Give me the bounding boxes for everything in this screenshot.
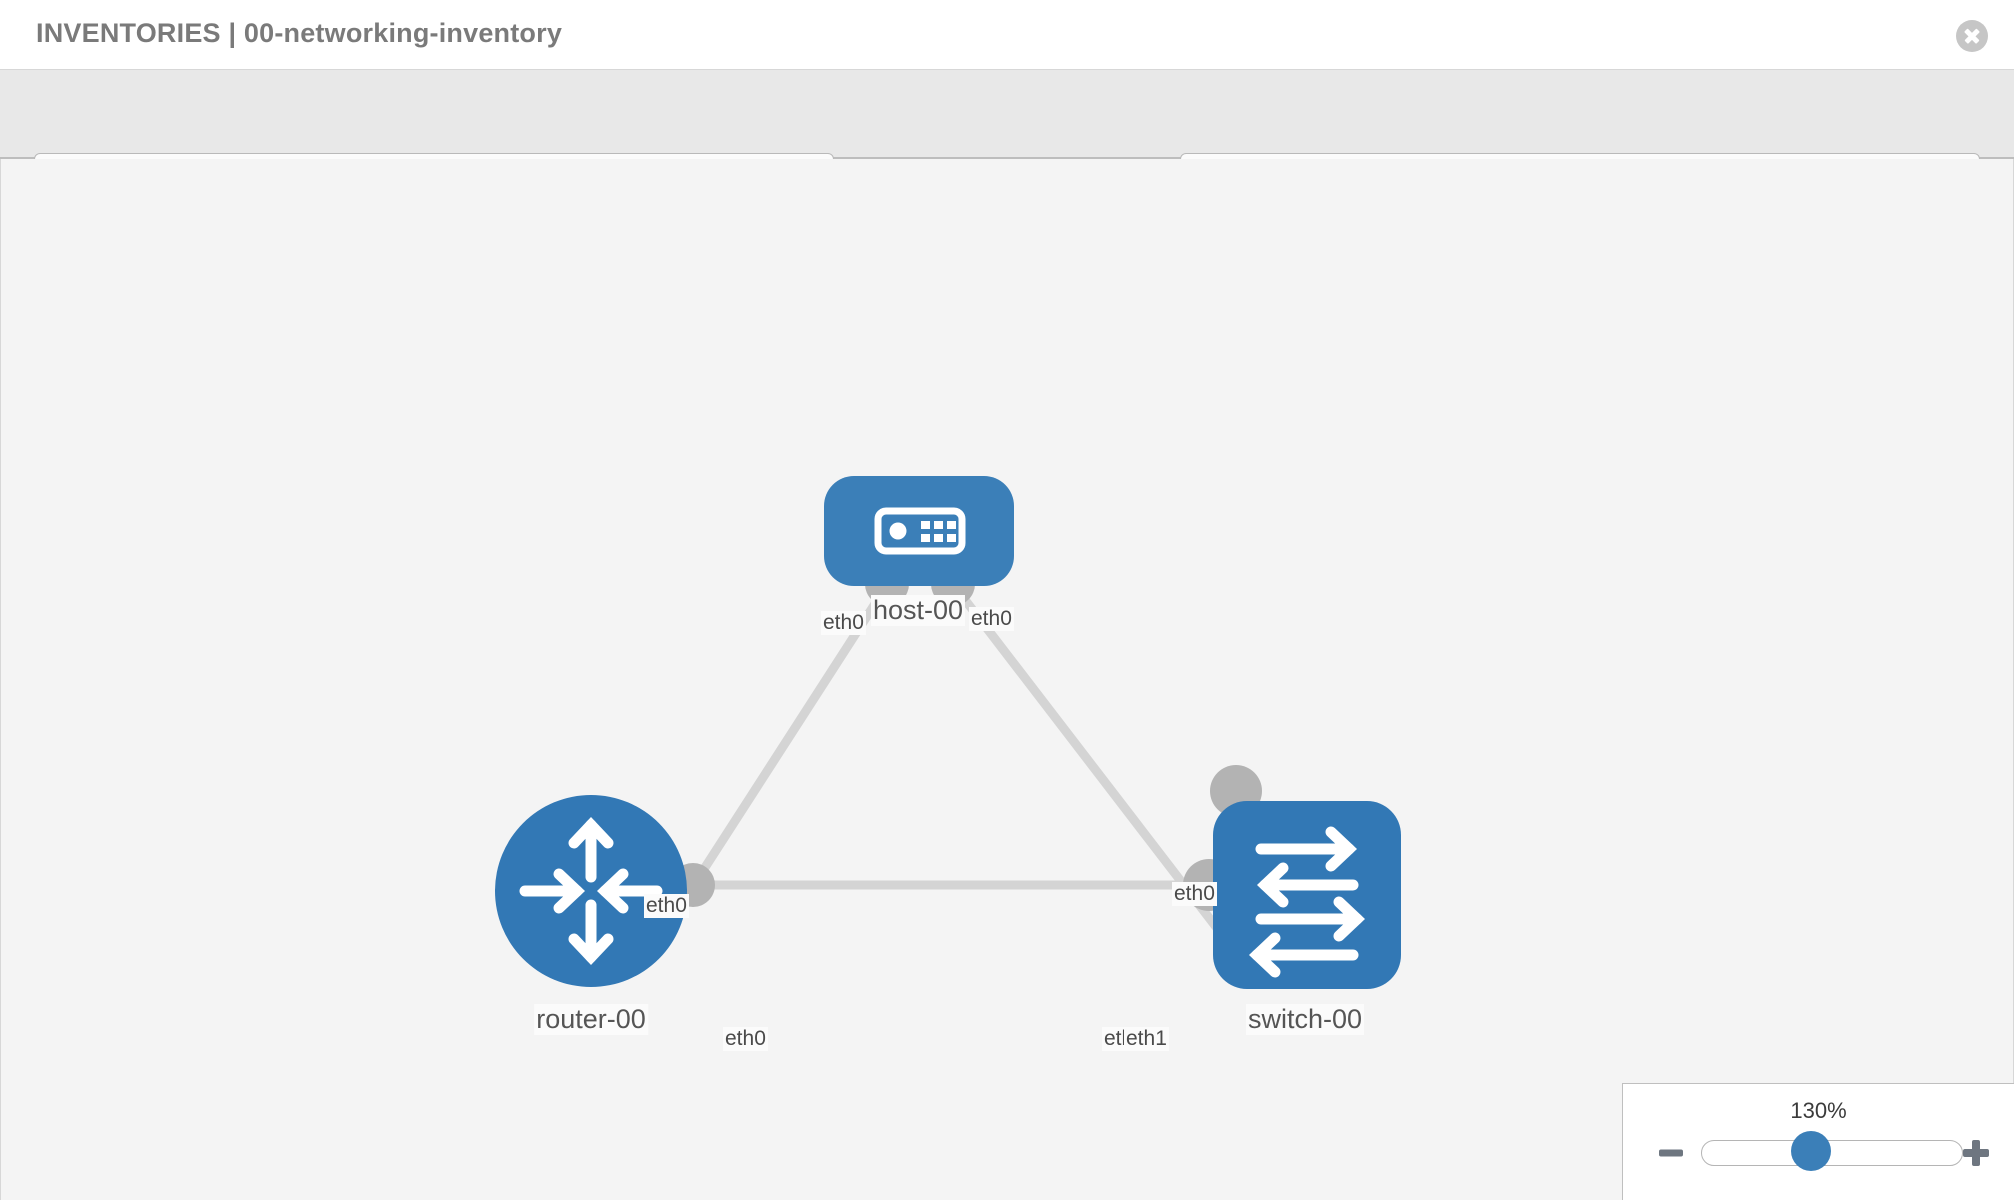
zoom-slider-thumb[interactable]: [1791, 1131, 1831, 1171]
zoom-control-panel: 130%: [1622, 1083, 2014, 1200]
node-host-00: [824, 476, 1014, 586]
zoom-slider[interactable]: [1701, 1140, 1963, 1166]
topology-ports: [671, 562, 1262, 911]
page-title: INVENTORIES | 00-networking-inventory: [36, 18, 563, 48]
server-icon: [874, 507, 966, 555]
interface-label: eth0: [821, 611, 866, 635]
node-label-switch-00: switch-00: [1245, 1004, 1365, 1035]
interface-label: eth0: [1172, 882, 1217, 906]
interface-label: eth1: [1124, 1027, 1169, 1051]
switch-arrows-icon: [1248, 826, 1366, 978]
node-router-00: [495, 795, 687, 987]
zoom-level-value: 130%: [1790, 1098, 1847, 1123]
interface-label: eth0: [723, 1027, 768, 1051]
interface-label: eth0: [644, 894, 689, 918]
topology-graph: [495, 476, 1401, 989]
node-label-host-00: host-00: [870, 595, 966, 626]
page-header: INVENTORIES | 00-networking-inventory: [0, 0, 2014, 70]
plus-icon[interactable]: [1962, 1139, 1990, 1167]
router-arrows-icon: [519, 816, 663, 966]
topology-links: [642, 576, 1237, 962]
node-switch-00: [1213, 801, 1401, 989]
minus-icon[interactable]: [1657, 1139, 1685, 1167]
interface-label: eth0: [969, 607, 1014, 631]
close-icon[interactable]: [1956, 20, 1988, 52]
toolbar: ACTIONS SEARCH: [0, 70, 2014, 210]
node-label-router-00: router-00: [534, 1004, 648, 1035]
topology-canvas[interactable]: host-00 router-00 switch-00 eth0 eth0 et…: [0, 159, 2014, 1200]
